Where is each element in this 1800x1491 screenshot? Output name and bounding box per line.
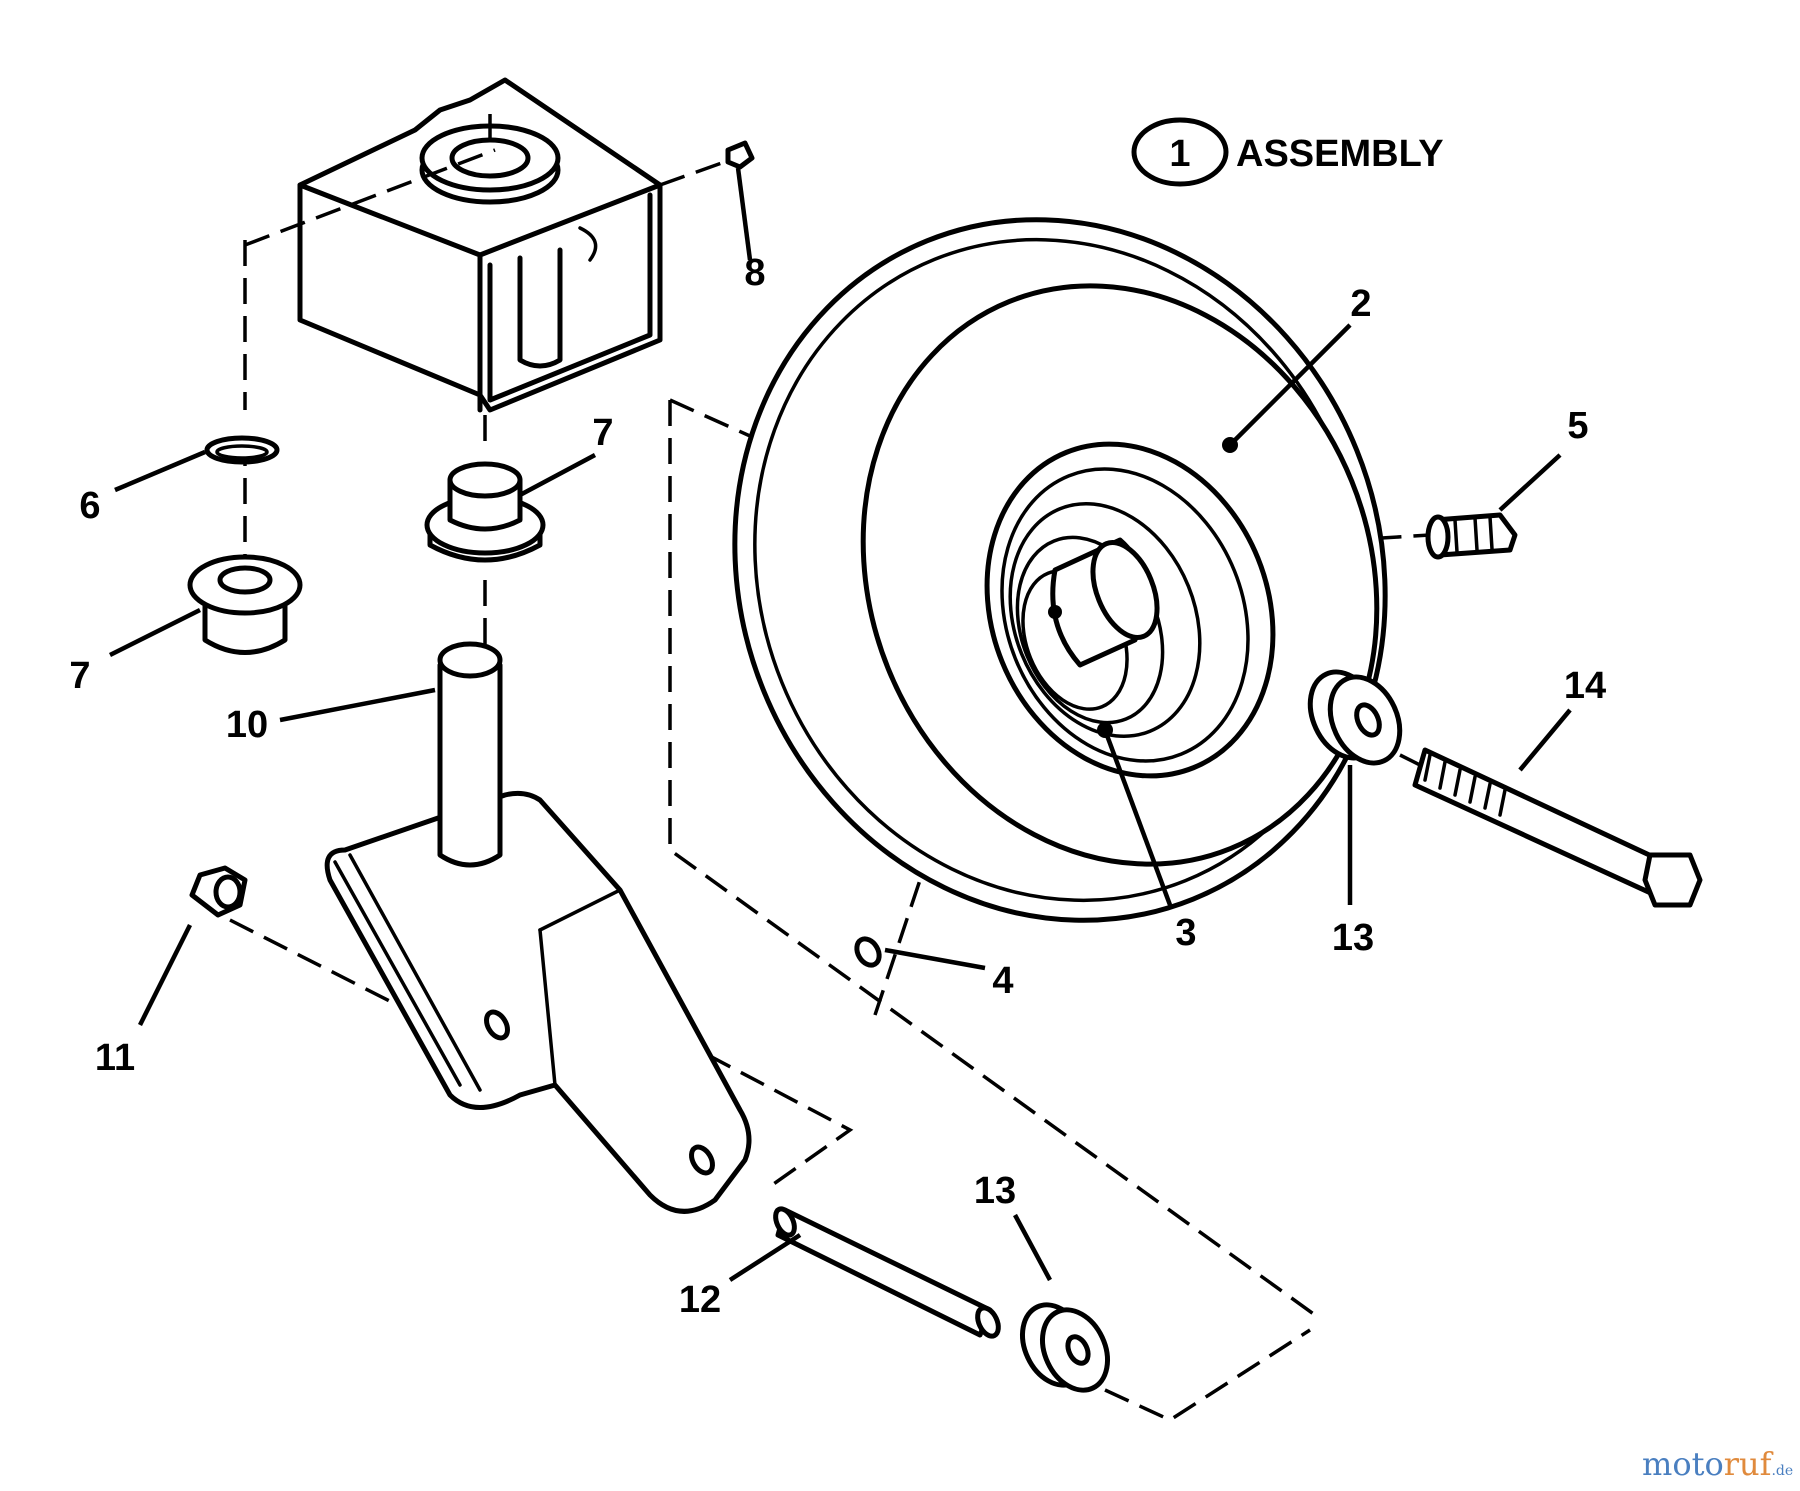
callout-13-right: 13 (1332, 917, 1374, 959)
nut (189, 865, 248, 918)
bushing-left (187, 554, 303, 655)
retaining-ring (204, 435, 280, 465)
callout-13-bottom: 13 (974, 1170, 1016, 1212)
caster-fork (324, 641, 752, 1214)
callout-6: 6 (79, 485, 100, 527)
callout-4: 4 (992, 960, 1013, 1002)
wheel (732, 217, 1388, 923)
watermark-logo: motoruf.de (1642, 1445, 1793, 1483)
callout-8: 8 (744, 252, 765, 294)
caster-housing (297, 77, 663, 413)
watermark-text: motoruf.de (1642, 1445, 1793, 1483)
assembly-label: 1 ASSEMBLY (1131, 117, 1444, 187)
callout-10: 10 (226, 704, 268, 746)
callout-7-left: 7 (69, 655, 90, 697)
callout-11: 11 (95, 1037, 135, 1079)
callout-2: 2 (1350, 283, 1371, 325)
callout-5: 5 (1567, 405, 1588, 447)
grease-fitting-small (854, 936, 882, 968)
assembly-number-circle (1131, 117, 1229, 187)
callout-7-upper: 7 (592, 412, 613, 454)
bearing-right (1307, 669, 1403, 766)
callout-12: 12 (679, 1279, 721, 1321)
bolt (1412, 747, 1703, 908)
valve-stem (1425, 512, 1518, 560)
assembly-number: 1 (1169, 133, 1190, 175)
callout-3: 3 (1175, 912, 1196, 954)
assembly-text: ASSEMBLY (1236, 133, 1444, 175)
callout-numbers: 2 3 4 5 6 7 7 8 10 11 12 13 13 14 (69, 252, 1606, 1321)
bearing-bottom (1020, 1302, 1110, 1393)
callout-14: 14 (1564, 665, 1606, 707)
bushing-upper (424, 461, 546, 563)
leader-lines (108, 167, 1572, 1282)
grease-fitting-top (725, 140, 755, 170)
axle-pin (773, 1206, 1001, 1339)
